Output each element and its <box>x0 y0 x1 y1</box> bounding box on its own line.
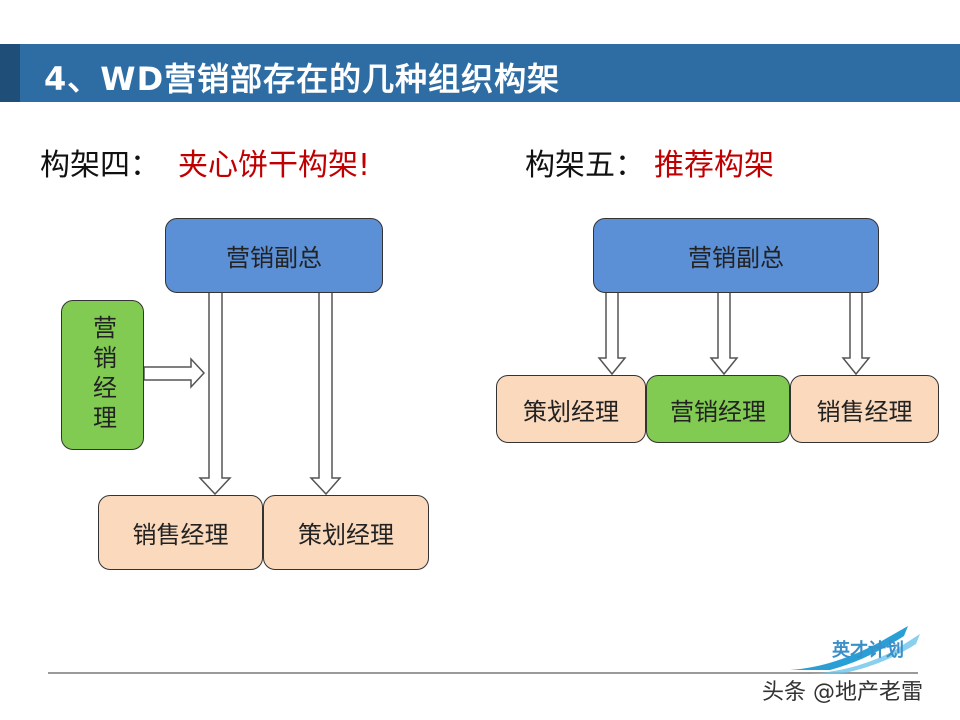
right-box-3: 销售经理 <box>790 375 939 443</box>
structure-five-name: 推荐构架 <box>654 148 774 183</box>
right-box-1: 策划经理 <box>496 375 646 443</box>
right-box-2: 营销经理 <box>646 375 790 443</box>
arrow-down-right-3 <box>841 291 871 376</box>
title-bar <box>0 44 960 102</box>
structure-four-label: 构架四： <box>40 148 160 183</box>
left-top-box: 营销副总 <box>165 218 383 293</box>
arrow-right-side <box>143 357 206 389</box>
page-title: 4、WD营销部存在的几种组织构架 <box>44 60 561 98</box>
arrow-down-left-1 <box>198 291 232 496</box>
right-top-box: 营销副总 <box>593 218 879 293</box>
structure-four-name: 夹心饼干构架! <box>178 148 371 183</box>
arrow-down-left-2 <box>309 291 342 496</box>
structure-five-label: 构架五： <box>525 148 645 183</box>
left-side-box: 营销经理 <box>61 300 144 450</box>
arrow-down-right-1 <box>597 291 627 376</box>
left-bottom-left-box: 销售经理 <box>98 495 263 570</box>
arrow-down-right-2 <box>709 291 739 376</box>
footer-divider <box>48 672 918 674</box>
left-bottom-right-box: 策划经理 <box>263 495 429 570</box>
watermark: 头条 @地产老雷 <box>762 680 923 705</box>
logo-text: 英才计划 <box>832 640 904 661</box>
title-accent <box>0 44 20 102</box>
logo-swoosh-icon <box>790 626 920 674</box>
